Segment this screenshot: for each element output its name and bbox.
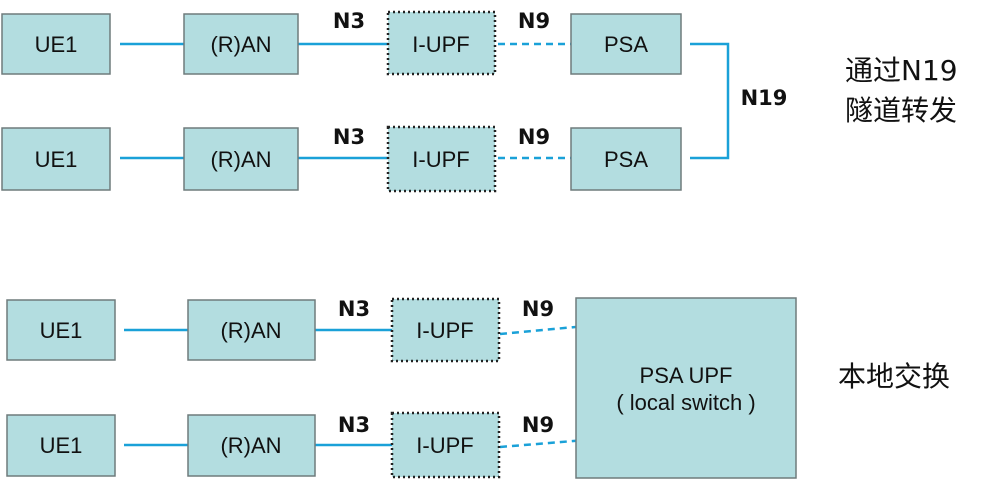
iupf-label: I-UPF: [416, 433, 473, 458]
bottom-row-1: UE1 (R)AN I-UPF N3 N9: [6, 297, 587, 363]
psa-upf-node: [575, 297, 797, 479]
iupf-node: [390, 297, 501, 363]
ue-label: UE1: [40, 318, 83, 343]
ran-node: [183, 13, 299, 75]
ue-node: [6, 414, 116, 477]
ue-label: UE1: [35, 147, 78, 172]
ran-node: [187, 299, 316, 361]
ran-label: (R)AN: [220, 318, 281, 343]
caption-n19-line1: 通过N19: [845, 54, 958, 87]
iupf-node: [386, 125, 497, 193]
ran-label: (R)AN: [210, 32, 271, 57]
psa-label: PSA: [604, 147, 648, 172]
iupf-node: [386, 10, 497, 76]
n3-label: N3: [338, 413, 370, 437]
n9-link: [499, 324, 587, 336]
n9-label: N9: [518, 125, 550, 149]
psa-node: [570, 13, 682, 75]
psa-label: PSA: [604, 32, 648, 57]
n3-label: N3: [338, 297, 370, 321]
bottom-row-2: UE1 (R)AN I-UPF N3 N9: [6, 411, 587, 479]
psa-upf-sublabel: ( local switch ): [616, 390, 755, 415]
ue-node: [6, 299, 116, 361]
iupf-label: I-UPF: [416, 318, 473, 343]
ran-node: [183, 127, 299, 191]
n19-label: N19: [741, 86, 788, 110]
iupf-node: [390, 411, 501, 479]
n9-label: N9: [518, 9, 550, 33]
ran-label: (R)AN: [210, 147, 271, 172]
n19-tunnel-link: [690, 42, 730, 160]
n9-link: [499, 438, 587, 449]
ran-node: [187, 414, 316, 477]
ue-label: UE1: [35, 32, 78, 57]
psa-upf-label: PSA UPF: [640, 363, 733, 388]
psa-node: [570, 127, 682, 191]
n9-label: N9: [522, 297, 554, 321]
top-row-1: UE1 (R)AN I-UPF PSA N3 N9: [1, 9, 682, 76]
iupf-label: I-UPF: [412, 32, 469, 57]
ue-node: [1, 127, 111, 191]
ue-node: [1, 13, 111, 75]
caption-n19-line2: 隧道转发: [845, 94, 957, 127]
n9-label: N9: [522, 413, 554, 437]
iupf-label: I-UPF: [412, 147, 469, 172]
top-row-2: UE1 (R)AN I-UPF PSA N3 N9: [1, 125, 682, 193]
n3-label: N3: [333, 9, 365, 33]
caption-local-switch: 本地交换: [838, 360, 950, 393]
ran-label: (R)AN: [220, 433, 281, 458]
ue-label: UE1: [40, 433, 83, 458]
n3-label: N3: [333, 125, 365, 149]
